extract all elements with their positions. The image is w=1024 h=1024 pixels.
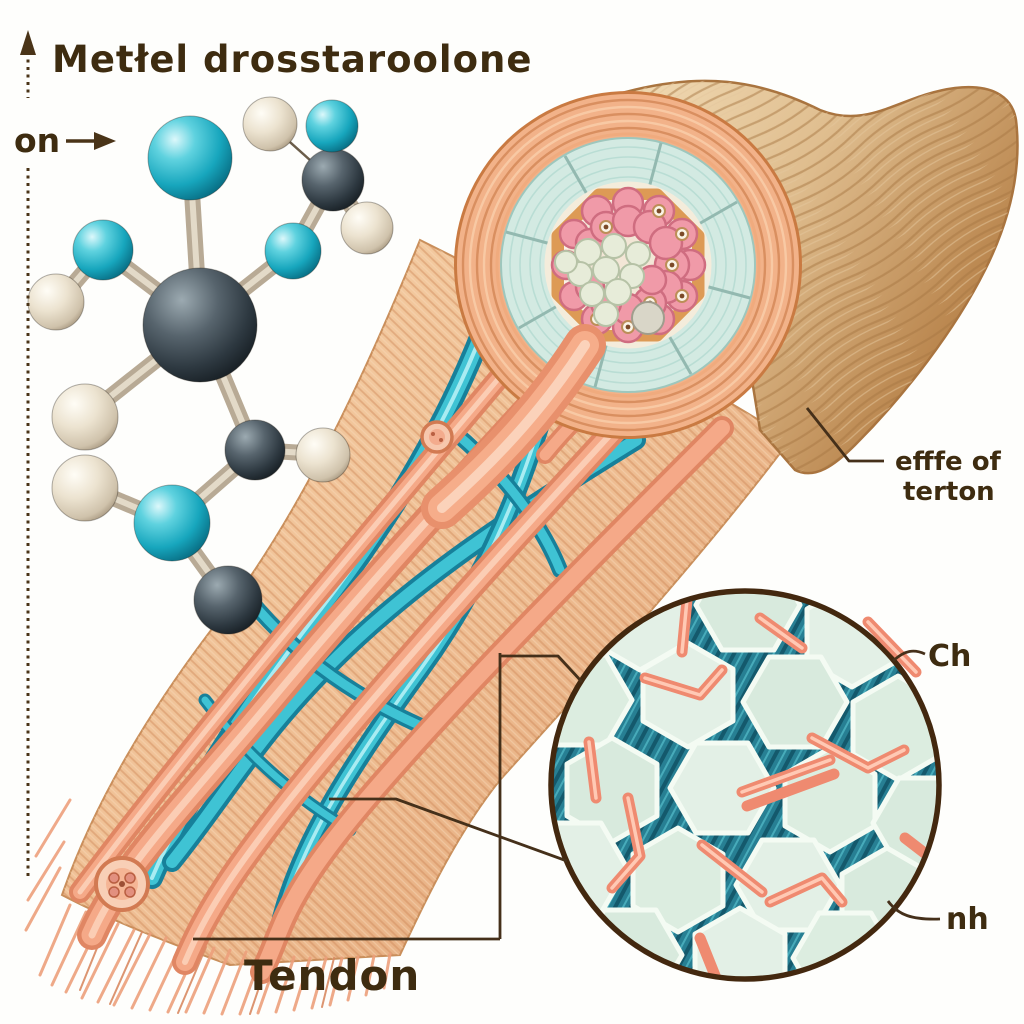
leader-effect	[805, 407, 884, 463]
effect-label-line1: efffe of	[895, 447, 1002, 477]
tendon-label: Tendon	[244, 951, 420, 1000]
axis-arrowhead-icon	[20, 30, 36, 55]
leader-lines	[193, 407, 941, 941]
on-label: on	[14, 121, 60, 160]
cross-section-stalk	[421, 324, 606, 529]
tendon-cross-section	[454, 91, 802, 439]
on-arrowhead-icon	[94, 132, 116, 150]
magnified-inset	[548, 588, 942, 982]
axis-dashed-line	[20, 30, 36, 880]
inset-rim	[548, 588, 942, 982]
leader-mid	[329, 797, 568, 863]
leader-nh	[886, 900, 941, 921]
leader-ch	[892, 649, 926, 663]
mint-ring-striations	[509, 146, 747, 384]
fascicle-node-large	[94, 856, 150, 912]
fascicle-node-small	[420, 420, 454, 454]
frayed-fibers	[24, 798, 392, 1016]
page-title: Metłel drosstaroolone	[52, 38, 532, 81]
mint-ring-segments	[505, 142, 751, 388]
nh-label: nh	[946, 902, 989, 937]
molecule-atoms	[27, 96, 394, 635]
collagen-rods	[551, 594, 939, 979]
leader-upper	[500, 654, 584, 683]
sage-cell-cluster	[554, 233, 665, 335]
effect-label-line2: terton	[903, 477, 995, 507]
ch-label: Ch	[928, 639, 971, 674]
molecule-model	[27, 96, 394, 635]
sheath-rings	[461, 98, 795, 432]
on-arrow	[66, 132, 116, 150]
